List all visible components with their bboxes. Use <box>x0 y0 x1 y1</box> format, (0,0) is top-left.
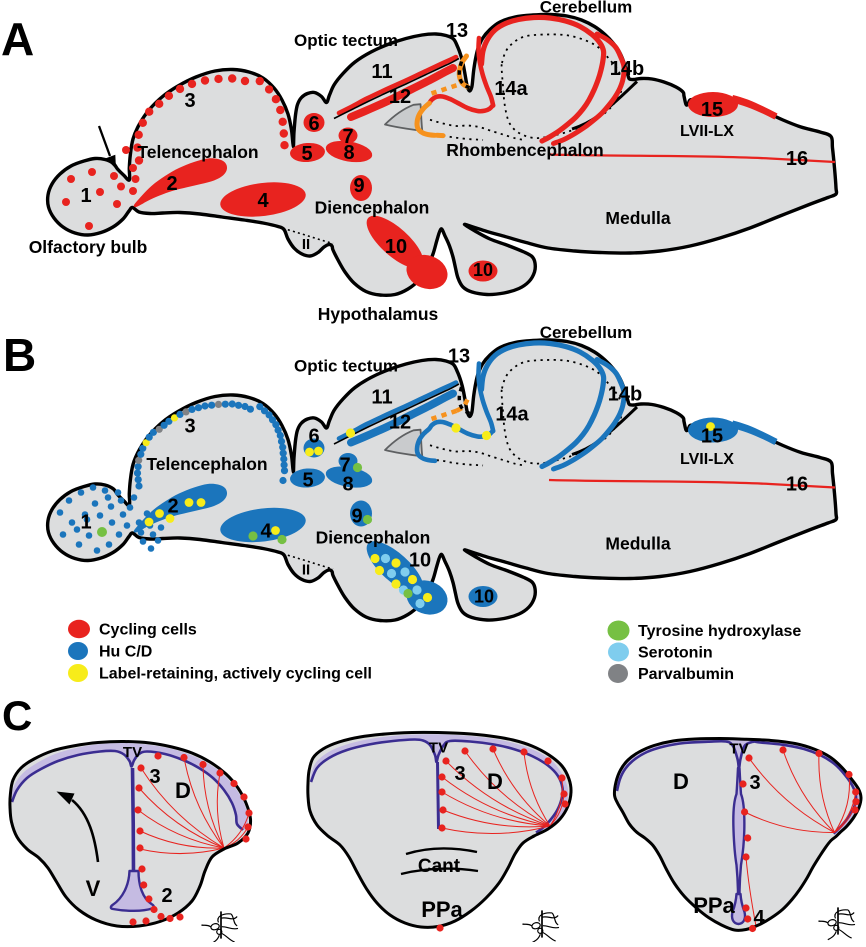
svg-text:Cant: Cant <box>418 856 461 877</box>
svg-text:3: 3 <box>749 772 760 794</box>
svg-text:5: 5 <box>301 143 312 165</box>
svg-text:Label-retaining, actively cycl: Label-retaining, actively cycling cell <box>99 666 372 683</box>
svg-text:TV: TV <box>429 740 448 757</box>
svg-text:B: B <box>3 329 36 381</box>
svg-text:Cycling cells: Cycling cells <box>99 622 197 639</box>
svg-text:16: 16 <box>786 148 808 170</box>
svg-text:Hypothalamus: Hypothalamus <box>318 304 439 324</box>
svg-text:4: 4 <box>753 907 765 929</box>
svg-text:A: A <box>1 13 34 65</box>
svg-text:PPa: PPa <box>693 893 735 918</box>
svg-text:3: 3 <box>184 416 195 438</box>
svg-text:7: 7 <box>342 126 353 148</box>
svg-text:Telencephalon: Telencephalon <box>137 142 258 162</box>
svg-text:Diencephalon: Diencephalon <box>315 198 430 218</box>
svg-text:6: 6 <box>308 426 319 448</box>
svg-text:PPa: PPa <box>421 897 463 922</box>
svg-text:7: 7 <box>339 455 350 477</box>
svg-text:TV: TV <box>729 741 748 758</box>
svg-text:2: 2 <box>161 885 172 907</box>
svg-text:Cerebellum: Cerebellum <box>540 323 633 342</box>
svg-text:1: 1 <box>80 512 91 534</box>
svg-text:TV: TV <box>123 744 142 761</box>
svg-text:Hu C/D: Hu C/D <box>99 644 152 661</box>
svg-text:15: 15 <box>701 426 723 448</box>
svg-text:5: 5 <box>302 470 313 492</box>
svg-text:1: 1 <box>80 185 91 207</box>
svg-text:2: 2 <box>166 173 177 195</box>
svg-text:12: 12 <box>389 412 411 434</box>
svg-text:Tyrosine hydroxylase: Tyrosine hydroxylase <box>638 623 801 640</box>
svg-text:Parvalbumin: Parvalbumin <box>638 666 734 683</box>
svg-text:D: D <box>487 769 503 794</box>
svg-text:V: V <box>86 876 101 901</box>
svg-text:3: 3 <box>184 90 195 112</box>
svg-text:II: II <box>302 236 310 253</box>
svg-text:LVII-LX: LVII-LX <box>680 451 734 468</box>
svg-text:Optic tectum: Optic tectum <box>294 31 398 50</box>
svg-text:11: 11 <box>371 61 392 83</box>
svg-text:LVII-LX: LVII-LX <box>680 123 734 140</box>
svg-text:8: 8 <box>343 142 354 164</box>
svg-text:14a: 14a <box>494 78 528 100</box>
svg-text:14a: 14a <box>495 404 529 426</box>
svg-text:C: C <box>2 692 32 739</box>
svg-text:D: D <box>673 769 689 794</box>
svg-text:Cerebellum: Cerebellum <box>540 0 633 17</box>
svg-text:Rhombencephalon: Rhombencephalon <box>446 140 604 160</box>
svg-text:4: 4 <box>260 521 272 543</box>
svg-text:3: 3 <box>149 766 160 788</box>
svg-text:3: 3 <box>454 763 465 785</box>
svg-text:4: 4 <box>257 190 269 212</box>
svg-text:6: 6 <box>308 113 319 135</box>
svg-text:Optic tectum: Optic tectum <box>294 357 398 376</box>
svg-text:10: 10 <box>473 260 493 280</box>
svg-text:II: II <box>302 562 310 579</box>
svg-text:12: 12 <box>389 86 411 108</box>
svg-text:16: 16 <box>786 474 808 496</box>
svg-text:9: 9 <box>353 175 364 197</box>
svg-text:Olfactory bulb: Olfactory bulb <box>29 237 148 257</box>
svg-text:9: 9 <box>351 506 362 528</box>
svg-text:11: 11 <box>371 387 392 409</box>
svg-text:13: 13 <box>448 346 470 368</box>
svg-text:2: 2 <box>167 496 178 518</box>
svg-text:Diencephalon: Diencephalon <box>316 528 431 548</box>
svg-text:Medulla: Medulla <box>605 534 670 554</box>
svg-text:D: D <box>175 778 191 803</box>
svg-text:10: 10 <box>409 550 431 572</box>
svg-text:10: 10 <box>385 236 407 258</box>
svg-text:13: 13 <box>446 20 468 42</box>
svg-text:15: 15 <box>701 99 723 121</box>
svg-text:10: 10 <box>474 587 494 607</box>
svg-text:8: 8 <box>342 474 353 496</box>
svg-text:14b: 14b <box>610 58 644 80</box>
svg-text:Serotonin: Serotonin <box>638 645 713 662</box>
svg-text:Telencephalon: Telencephalon <box>146 454 267 474</box>
svg-text:14b: 14b <box>608 384 642 406</box>
svg-text:Medulla: Medulla <box>605 208 670 228</box>
